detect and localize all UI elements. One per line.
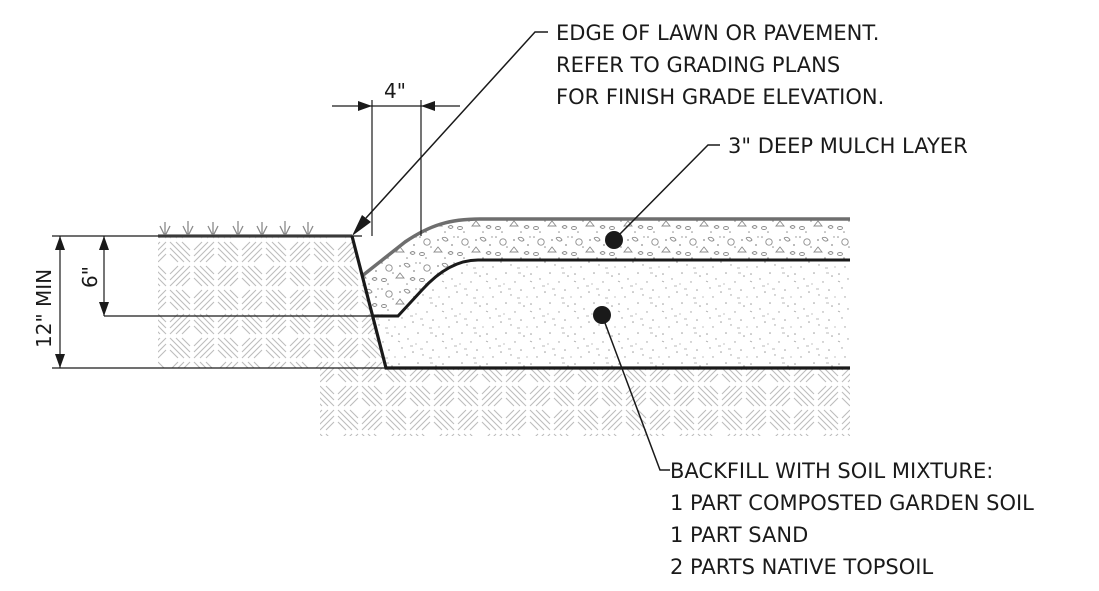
depth-dimension-label: 6"	[78, 266, 102, 288]
edge-callout-line-2: REFER TO GRADING PLANS	[556, 53, 840, 77]
edge-leader-arrow	[352, 215, 371, 236]
edge-callout-line-1: EDGE OF LAWN OR PAVEMENT.	[556, 21, 879, 45]
mulch-surface-line	[360, 217, 850, 278]
backfill-callout-line-3: 1 PART SAND	[670, 523, 808, 547]
backfill-leader-dot	[593, 306, 611, 324]
mulch-soil-boundary	[372, 258, 850, 318]
mulch-layer-zone	[362, 219, 850, 316]
width-dimension-label: 4"	[384, 79, 406, 103]
min-depth-arrow-bottom	[55, 354, 65, 368]
backfill-leader-line	[601, 314, 670, 471]
backfill-callout-line-4: 2 PARTS NATIVE TOPSOIL	[670, 555, 933, 579]
backfill-callout: BACKFILL WITH SOIL MIXTURE: 1 PART COMPO…	[670, 459, 1041, 579]
backfill-callout-line-2: 1 PART COMPOSTED GARDEN SOIL	[670, 491, 1034, 515]
width-dimension	[332, 100, 460, 236]
lawn-grass	[159, 221, 314, 237]
mulch-callout: 3" DEEP MULCH LAYER	[728, 134, 968, 158]
width-arrow-left	[358, 101, 372, 111]
depth-arrow-bottom	[99, 302, 109, 316]
width-arrow-right	[421, 101, 435, 111]
mulch-leader-dot	[605, 231, 623, 249]
mulch-leader-line	[613, 144, 720, 241]
edge-callout: EDGE OF LAWN OR PAVEMENT. REFER TO GRADI…	[556, 21, 886, 109]
depth-arrow-top	[99, 236, 109, 250]
min-depth-arrow-top	[55, 236, 65, 250]
native-soil-hatch	[158, 236, 850, 436]
backfill-soil-zone	[372, 260, 850, 368]
edge-leader-line	[365, 31, 548, 219]
min-depth-dimension	[52, 235, 386, 369]
edge-callout-line-3: FOR FINISH GRADE ELEVATION.	[556, 85, 884, 109]
min-depth-dimension-label: 12" MIN	[32, 269, 56, 348]
backfill-callout-line-1: BACKFILL WITH SOIL MIXTURE:	[670, 459, 993, 483]
